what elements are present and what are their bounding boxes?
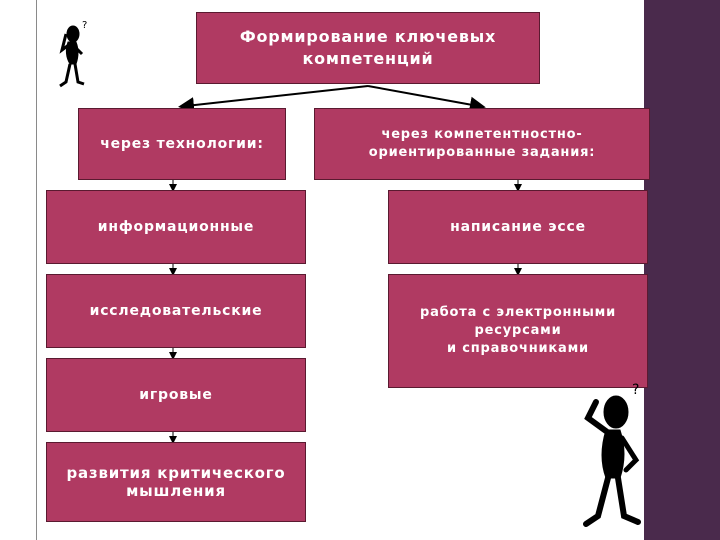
left-vertical-rule xyxy=(36,0,37,540)
right-band-gap xyxy=(636,0,644,540)
title-text: Формирование ключевых компетенций xyxy=(239,27,497,68)
left-item-4: развития критического мышления xyxy=(66,464,286,500)
left-item-box-4: развития критического мышления xyxy=(46,442,306,522)
right-item-box-1: написание эссе xyxy=(388,190,648,264)
left-item-box-3: игровые xyxy=(46,358,306,432)
right-item-1: написание эссе xyxy=(450,219,586,235)
right-item-2: работа с электронными ресурсами и справо… xyxy=(419,305,617,356)
left-item-3: игровые xyxy=(139,387,213,403)
right-header-box: через компетентностно- ориентированные з… xyxy=(314,108,650,180)
svg-text:?: ? xyxy=(632,382,639,398)
right-header-text: через компетентностно- ориентированные з… xyxy=(368,127,596,160)
right-item-box-2: работа с электронными ресурсами и справо… xyxy=(388,274,648,388)
thinking-person-icon: ? xyxy=(59,20,87,88)
left-header-text: через технологии: xyxy=(100,136,264,152)
thinking-person-icon: ? xyxy=(583,382,641,527)
left-header-box: через технологии: xyxy=(78,108,286,180)
svg-text:?: ? xyxy=(82,20,87,31)
right-decorative-band xyxy=(644,0,720,540)
arrow-title-to-right xyxy=(367,85,486,113)
left-item-box-2: исследовательские xyxy=(46,274,306,348)
left-item-box-1: информационные xyxy=(46,190,306,264)
arrow-title-to-left xyxy=(178,85,369,114)
left-item-2: исследовательские xyxy=(89,303,263,319)
title-box: Формирование ключевых компетенций xyxy=(196,12,540,84)
left-item-1: информационные xyxy=(97,219,255,235)
